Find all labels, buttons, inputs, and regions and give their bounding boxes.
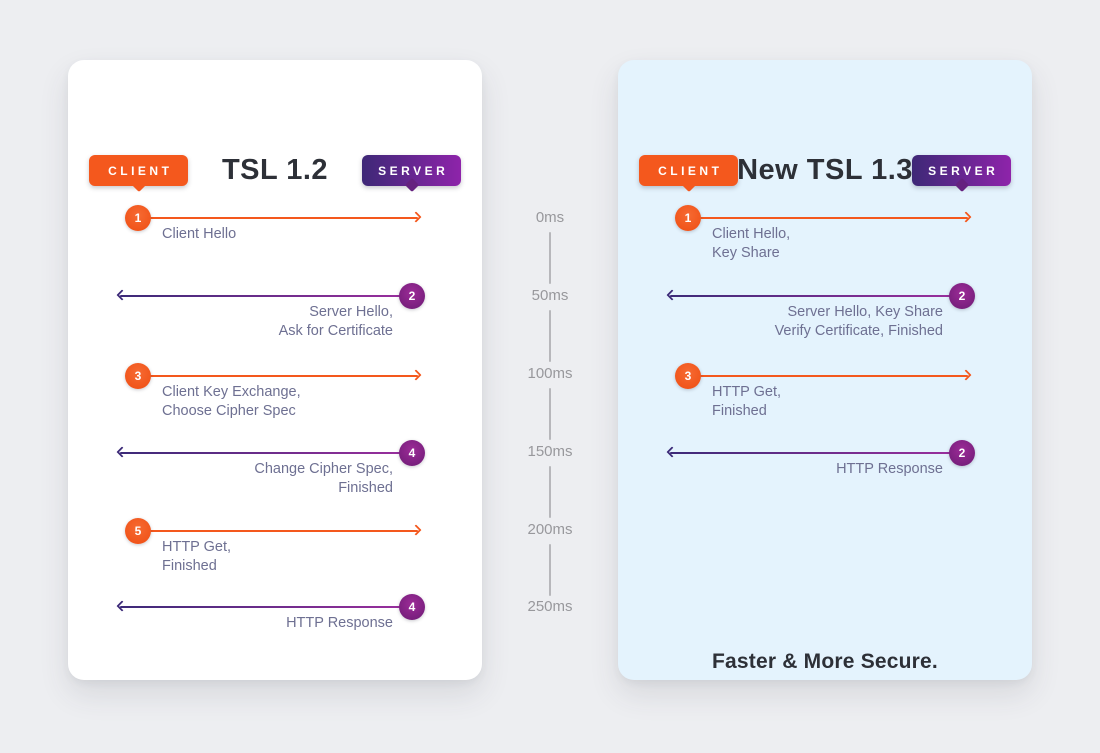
timeline-segment [549, 310, 551, 362]
client-badge: CLIENT [89, 155, 188, 193]
arrow-right-icon [138, 369, 422, 381]
arrowhead-icon [960, 211, 972, 223]
arrowhead-icon [116, 289, 128, 301]
arrowhead-icon [116, 446, 128, 458]
arrowhead-icon [666, 289, 678, 301]
card-title: TSL 1.2 [221, 154, 329, 186]
timeline-segment [549, 232, 551, 284]
timeline-tick: 50ms [531, 287, 569, 304]
arrowhead-icon [666, 446, 678, 458]
arrow-right-icon [688, 211, 972, 223]
timeline-tick: 150ms [527, 443, 573, 460]
card-title: New TSL 1.3 [737, 154, 913, 186]
step-number-badge: 3 [125, 363, 151, 389]
arrow-right-icon [138, 211, 422, 223]
arrowhead-icon [410, 211, 422, 223]
timeline-tick: 200ms [527, 521, 573, 538]
step-number-badge: 2 [949, 440, 975, 466]
card-tsl-1-3: New TSL 1.3 CLIENT SERVER 1 Client Hello… [618, 60, 1032, 680]
arrow-right-icon [688, 369, 972, 381]
timeline-segment [549, 544, 551, 596]
message-label: Client Key Exchange, Choose Cipher Spec [162, 384, 301, 419]
arrowhead-icon [410, 524, 422, 536]
server-badge: SERVER [362, 155, 461, 193]
client-badge-label: CLIENT [108, 163, 173, 178]
message-label: HTTP Response [286, 615, 393, 631]
arrow-left-icon [666, 446, 962, 458]
timeline-tick: 0ms [535, 209, 565, 226]
arrow-left-icon [116, 446, 412, 458]
message-label: Server Hello, Key Share Verify Certifica… [774, 304, 943, 339]
step-number-badge: 2 [949, 283, 975, 309]
arrowhead-icon [410, 369, 422, 381]
timeline-segment [549, 466, 551, 518]
badge-tail [681, 177, 696, 193]
badge-tail [131, 177, 146, 193]
step-number-badge: 1 [675, 205, 701, 231]
arrowhead-icon [960, 369, 972, 381]
step-number-badge: 3 [675, 363, 701, 389]
step-number-badge: 2 [399, 283, 425, 309]
message-label: Client Hello, Key Share [712, 226, 791, 261]
timeline-tick: 100ms [527, 365, 573, 382]
step-number-badge: 4 [399, 440, 425, 466]
badge-tail [404, 177, 419, 193]
message-label: Change Cipher Spec, Finished [254, 461, 393, 496]
server-badge: SERVER [912, 155, 1011, 193]
arrow-left-icon [116, 289, 412, 301]
server-badge-label: SERVER [378, 163, 449, 178]
client-badge-label: CLIENT [658, 163, 723, 178]
arrow-left-icon [666, 289, 962, 301]
message-label: HTTP Get, Finished [712, 384, 782, 419]
step-number-badge: 1 [125, 205, 151, 231]
step-number-badge: 5 [125, 518, 151, 544]
message-label: Client Hello [162, 226, 237, 242]
badge-tail [954, 177, 969, 193]
message-label: HTTP Response [836, 461, 943, 477]
message-label: Server Hello, Ask for Certificate [278, 304, 393, 339]
message-label: HTTP Get, Finished [162, 539, 232, 574]
arrow-right-icon [138, 524, 422, 536]
timeline-tick: 250ms [527, 598, 573, 615]
timeline-segment [549, 388, 551, 440]
arrow-left-icon [116, 600, 412, 612]
arrowhead-icon [116, 600, 128, 612]
card-tsl-1-2: TSL 1.2 CLIENT SERVER 1 Client Hello 2 S… [68, 60, 482, 680]
step-number-badge: 4 [399, 594, 425, 620]
footer-note: Faster & More Secure. [712, 650, 938, 673]
timeline: 0ms 50ms 100ms 150ms 200ms 250ms [518, 60, 582, 680]
server-badge-label: SERVER [928, 163, 999, 178]
client-badge: CLIENT [639, 155, 738, 193]
